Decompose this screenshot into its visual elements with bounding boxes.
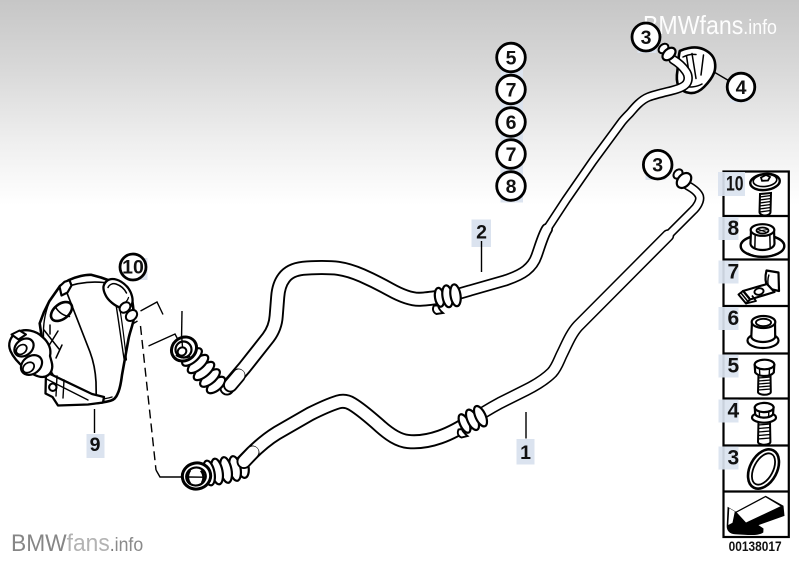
svg-text:7: 7 bbox=[506, 144, 517, 166]
svg-text:3: 3 bbox=[728, 447, 740, 470]
svg-text:8: 8 bbox=[506, 176, 517, 198]
svg-text:3: 3 bbox=[641, 27, 652, 49]
svg-text:5: 5 bbox=[506, 48, 517, 70]
svg-text:7: 7 bbox=[728, 261, 740, 284]
svg-text:8: 8 bbox=[728, 217, 740, 240]
svg-text:10: 10 bbox=[122, 257, 144, 279]
svg-text:6: 6 bbox=[506, 112, 517, 134]
svg-text:2: 2 bbox=[476, 222, 487, 244]
svg-text:3: 3 bbox=[652, 155, 663, 177]
svg-text:4: 4 bbox=[736, 77, 747, 99]
svg-text:4: 4 bbox=[728, 400, 740, 423]
svg-text:7: 7 bbox=[506, 80, 517, 102]
svg-text:9: 9 bbox=[90, 434, 101, 456]
svg-text:10: 10 bbox=[726, 173, 744, 196]
svg-text:6: 6 bbox=[728, 307, 740, 330]
svg-text:1: 1 bbox=[520, 442, 531, 464]
svg-text:5: 5 bbox=[728, 355, 740, 378]
